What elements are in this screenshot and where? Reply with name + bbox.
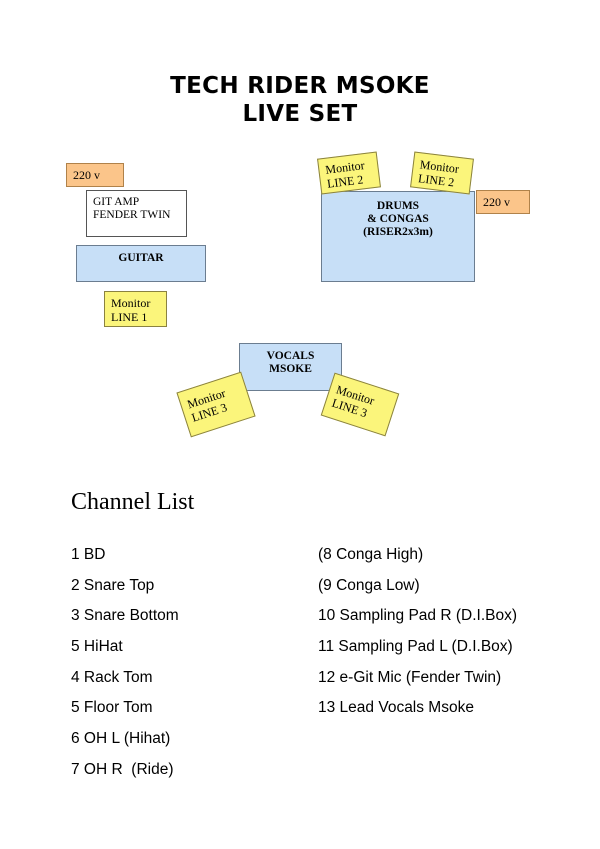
title-line-1: TECH RIDER MSOKE	[170, 73, 430, 99]
channel-item: 13 Lead Vocals Msoke	[318, 699, 474, 717]
power-outlet-left: 220 v	[66, 163, 124, 187]
amp-label-line: GIT AMP	[93, 196, 140, 208]
power-outlet-right: 220 v	[476, 190, 530, 214]
monitor-vocals-left: Monitor LINE 3	[176, 371, 256, 438]
channel-item: 4 Rack Tom	[71, 668, 153, 686]
drums-riser: DRUMS & CONGAS (RISER2x3m)	[321, 191, 475, 282]
monitor-label-line: Monitor	[111, 296, 151, 310]
channel-list-right-column: (8 Conga High) (9 Conga Low) 10 Sampling…	[318, 544, 517, 728]
drums-label-line: (RISER2x3m)	[363, 226, 433, 238]
channel-item: 1 BD	[71, 546, 106, 563]
drums-label-line: DRUMS	[376, 200, 420, 212]
monitor-label-line: LINE 1	[111, 310, 148, 324]
guitar-label: GUITAR	[118, 252, 164, 264]
monitor-guitar: Monitor LINE 1	[104, 291, 167, 327]
channel-item: (9 Conga Low)	[318, 576, 420, 594]
channel-item: 3 Snare Bottom	[71, 607, 179, 625]
guitar-amp: GIT AMP FENDER TWIN	[86, 190, 187, 237]
vocals-label-line: MSOKE	[269, 363, 312, 375]
channel-list-left-column: 1 BD 2 Snare Top 3 Snare Bottom 5 HiHat …	[71, 544, 179, 790]
channel-item: 6 OH L (Hihat)	[71, 730, 171, 748]
monitor-vocals-right: Monitor LINE 3	[320, 372, 400, 437]
channel-item: 7 OH R (Ride)	[71, 760, 174, 778]
channel-item: 12 e-Git Mic (Fender Twin)	[318, 668, 502, 686]
channel-item: 11 Sampling Pad L (D.I.Box)	[318, 638, 513, 656]
channel-item: (8 Conga High)	[318, 546, 424, 563]
vocals-position: VOCALS MSOKE	[239, 343, 342, 391]
guitar-position: GUITAR	[76, 245, 206, 282]
monitor-drums-left: Monitor LINE 2	[317, 151, 381, 195]
drums-label-line: & CONGAS	[367, 213, 429, 225]
channel-item: 5 HiHat	[71, 638, 123, 656]
channel-item: 5 Floor Tom	[71, 699, 153, 717]
channel-list-heading: Channel List	[71, 489, 195, 515]
channel-item: 2 Snare Top	[71, 576, 155, 594]
amp-label-line: FENDER TWIN	[93, 209, 171, 221]
monitor-drums-right: Monitor LINE 2	[410, 151, 474, 195]
title-line-2: LIVE SET	[242, 101, 358, 127]
vocals-label-line: VOCALS	[266, 350, 315, 362]
channel-item: 10 Sampling Pad R (D.I.Box)	[318, 607, 518, 625]
